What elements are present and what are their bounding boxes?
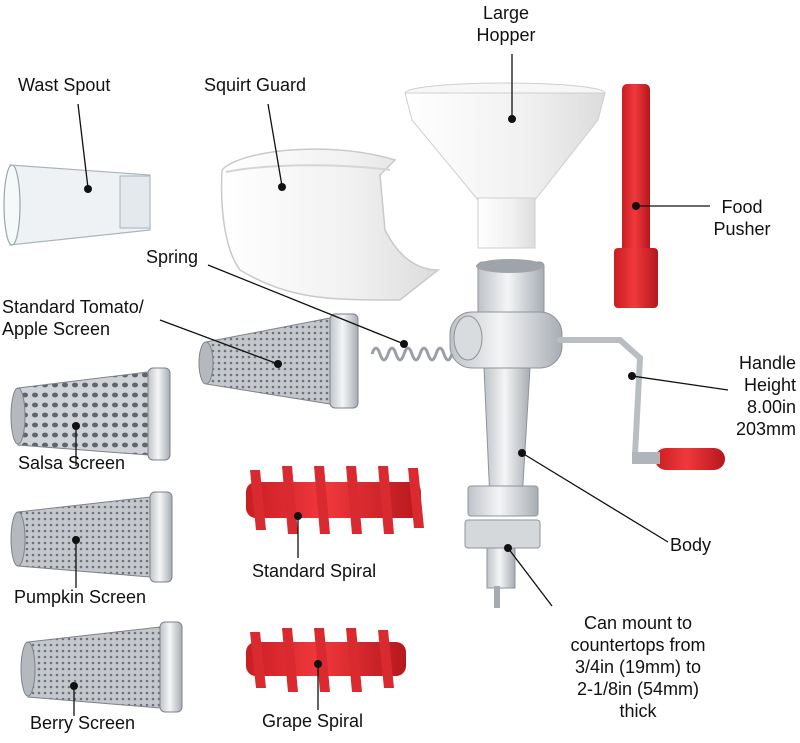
- label-large-hopper-line1: Large: [482, 3, 530, 23]
- label-grape-spiral: Grape Spiral: [262, 711, 364, 731]
- standard-screen: [198, 313, 359, 409]
- leader-squirt-guard: [267, 103, 283, 187]
- label-wast-spout: Wast Spout: [18, 75, 111, 95]
- squirt-guard: [220, 148, 441, 301]
- crank-handle: [557, 337, 725, 470]
- label-large-hopper: Large Hopper: [466, 2, 546, 46]
- label-body: Body: [670, 535, 712, 555]
- label-mount-note: Can mount to countertops from 3/4in (19m…: [548, 612, 728, 722]
- label-handle-height-line4: 203mm: [735, 419, 796, 439]
- label-handle-height: Handle Height 8.00in 203mm: [700, 352, 796, 440]
- label-food-pusher-line1: Food: [721, 197, 763, 217]
- label-mount-note-line4: 2-1/8in (54mm): [576, 679, 700, 699]
- label-mount-note-line2: countertops from: [570, 635, 706, 655]
- label-handle-height-line2: Height: [743, 375, 796, 395]
- grape-spiral: [246, 628, 406, 692]
- label-standard-screen: Standard Tomato/ Apple Screen: [2, 296, 144, 340]
- leader-handle: [631, 375, 729, 391]
- spring: [370, 346, 454, 362]
- label-handle-height-line1: Handle: [738, 353, 796, 373]
- salsa-screen: [10, 367, 171, 461]
- leader-standard-screen: [159, 319, 279, 365]
- label-mount-note-line3: 3/4in (19mm) to: [574, 657, 702, 677]
- label-berry-screen: Berry Screen: [30, 713, 136, 733]
- label-food-pusher-line2: Pusher: [713, 219, 771, 239]
- berry-screen: [20, 621, 183, 713]
- label-standard-spiral: Standard Spiral: [252, 561, 377, 581]
- large-hopper: [404, 82, 606, 249]
- label-salsa-screen: Salsa Screen: [18, 453, 126, 473]
- pumpkin-screen: [10, 491, 173, 583]
- label-standard-screen-line2: Apple Screen: [2, 319, 111, 339]
- leader-spring: [207, 264, 405, 345]
- leader-wast-spout: [77, 103, 89, 189]
- label-mount-note-line5: thick: [619, 701, 657, 721]
- waste-spout: [3, 164, 151, 246]
- standard-spiral: [246, 466, 424, 534]
- label-mount-note-line1: Can mount to: [583, 613, 693, 633]
- mill-body: [449, 259, 563, 608]
- leader-mount: [507, 547, 553, 607]
- label-large-hopper-line2: Hopper: [476, 25, 536, 45]
- food-pusher: [614, 84, 658, 308]
- leader-body: [521, 452, 669, 543]
- label-spring: Spring: [146, 247, 199, 267]
- label-squirt-guard: Squirt Guard: [204, 75, 307, 95]
- label-standard-screen-line1: Standard Tomato/: [2, 297, 144, 317]
- leader-lines: [73, 54, 729, 716]
- leader-dots: [70, 115, 640, 690]
- label-pumpkin-screen: Pumpkin Screen: [14, 587, 147, 607]
- label-food-pusher: Food Pusher: [700, 196, 784, 240]
- label-handle-height-line3: 8.00in: [746, 397, 796, 417]
